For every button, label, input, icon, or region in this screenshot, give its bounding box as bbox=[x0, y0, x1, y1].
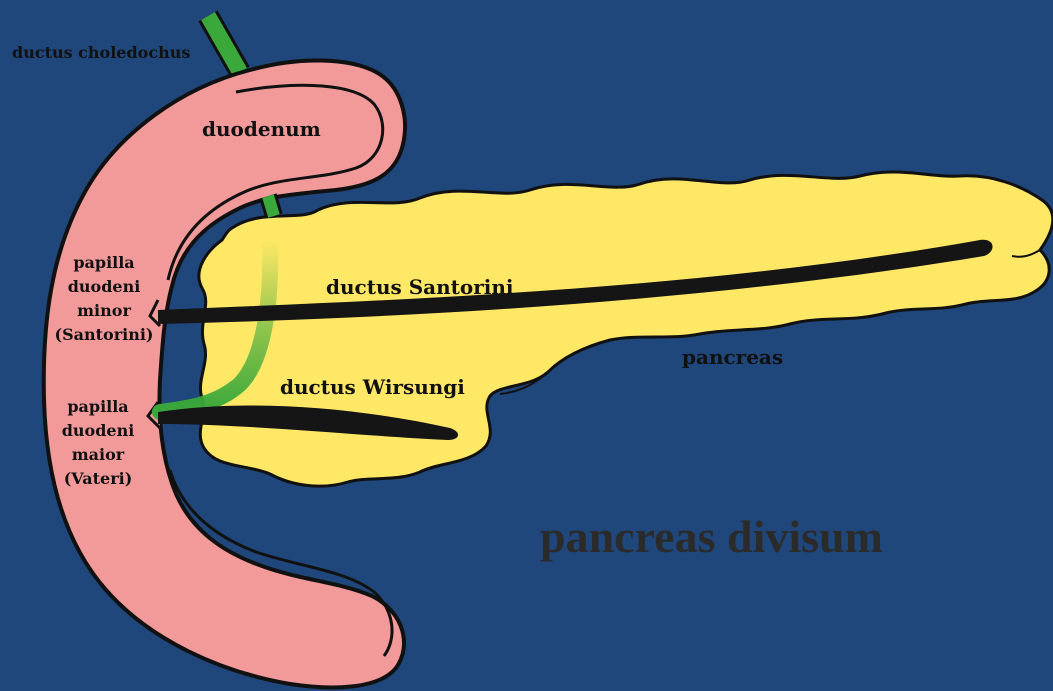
label-duodenum: duodenum bbox=[202, 117, 321, 141]
label-papilla-minor-line-3: minor bbox=[77, 301, 131, 320]
label-papilla-minor-line-2: duodeni bbox=[68, 277, 141, 296]
label-ductus-choledochus: ductus choledochus bbox=[12, 43, 190, 62]
label-papilla-minor-line-4: (Santorini) bbox=[55, 325, 154, 344]
label-papilla-maior-line-1: papilla bbox=[67, 397, 128, 416]
pancreas-body bbox=[199, 172, 1053, 486]
label-papilla-maior-line-3: maior bbox=[72, 445, 125, 464]
label-ductus-santorini: ductus Santorini bbox=[326, 275, 514, 299]
diagram-title: pancreas divisum bbox=[540, 511, 883, 562]
label-pancreas: pancreas bbox=[682, 345, 783, 369]
label-papilla-minor-line-1: papilla bbox=[73, 253, 134, 272]
label-papilla-maior-line-2: duodeni bbox=[62, 421, 135, 440]
label-papilla-maior-line-4: (Vateri) bbox=[64, 469, 133, 488]
label-ductus-wirsungi: ductus Wirsungi bbox=[280, 375, 465, 399]
bile-duct-stub-fill bbox=[268, 196, 274, 216]
